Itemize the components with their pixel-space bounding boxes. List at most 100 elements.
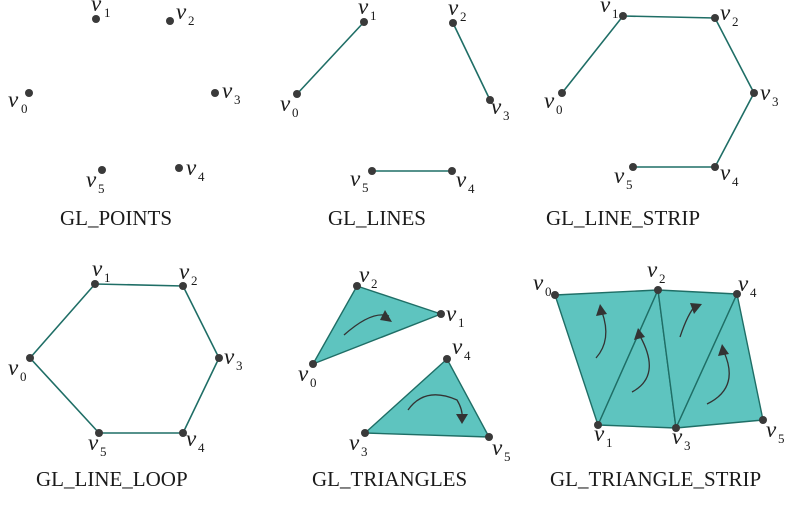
vertex-v2: v 2: [353, 262, 378, 291]
vertex-label-index: 2: [188, 13, 195, 28]
vertex-point: [92, 15, 100, 23]
triangle-v3-v4-v5: [364, 358, 490, 438]
vertex-v3: v 3: [750, 80, 779, 109]
vertex-label-symbol: v: [600, 0, 611, 17]
vertex-label-symbol: v: [448, 0, 459, 20]
vertex-point: [215, 354, 223, 362]
vertex-label-index: 5: [626, 177, 633, 192]
vertex-point: [166, 17, 174, 25]
vertex-point: [619, 12, 627, 20]
line-v0-v1: [296, 21, 365, 95]
vertex-label-symbol: v: [446, 301, 457, 326]
vertex-v4: v 4: [175, 155, 205, 184]
vertex-label-index: 5: [362, 180, 369, 195]
winding-arc: [595, 311, 607, 359]
winding-arrow-3: [679, 303, 702, 338]
arrowhead-icon: [690, 303, 702, 314]
vertex-label-symbol: v: [647, 257, 658, 282]
vertex-label-symbol: v: [456, 167, 467, 192]
vertex-point: [485, 433, 493, 441]
vertex-label-symbol: v: [179, 259, 190, 284]
vertex-label-index: 5: [98, 181, 105, 196]
vertex-label-index: 4: [732, 174, 739, 189]
panel-caption: GL_TRIANGLES: [312, 467, 467, 491]
vertex-label-index: 4: [750, 285, 757, 300]
vertex-v1: v 1: [91, 0, 111, 23]
vertex-point: [558, 89, 566, 97]
vertex-label-symbol: v: [92, 256, 103, 281]
line-loop-path: [28, 283, 220, 434]
panel-gl-points: v 0 v 1 v 2 v 3 v 4 v 5 GL_POINTS: [8, 0, 241, 230]
winding-arc: [407, 394, 463, 419]
vertex-label-symbol: v: [186, 155, 197, 180]
vertex-v4: v 4: [733, 271, 757, 300]
vertex-label-symbol: v: [766, 417, 777, 442]
vertex-v1: v 1: [358, 0, 377, 26]
vertex-v2: v 2: [166, 0, 195, 28]
vertex-label-symbol: v: [91, 0, 102, 16]
vertex-label-index: 5: [778, 431, 785, 446]
vertex-point: [95, 429, 103, 437]
vertex-v3: v 3: [349, 429, 369, 459]
panel-caption: GL_TRIANGLE_STRIP: [550, 467, 761, 491]
vertex-label-index: 2: [371, 276, 378, 291]
vertex-point: [26, 354, 34, 362]
vertex-point: [551, 291, 559, 299]
vertex-label-symbol: v: [359, 262, 370, 287]
vertex-label-symbol: v: [298, 361, 309, 386]
line-v2-v3: [452, 22, 491, 101]
vertex-v4: v 4: [711, 160, 739, 189]
triangle-v0-v1-v2: [312, 285, 442, 365]
winding-arrow-1: [595, 304, 607, 359]
vertex-v0: v 0: [8, 87, 33, 116]
vertex-label-index: 1: [458, 315, 465, 330]
vertex-v1: v 1: [600, 0, 627, 21]
arrowhead-icon: [718, 344, 729, 356]
vertex-label-index: 0: [20, 369, 27, 384]
vertex-point: [672, 424, 680, 432]
panel-gl-triangles: v 0 v 1 v 2 v 3 v 4 v 5 GL_TRIANGLES: [298, 262, 511, 491]
vertex-v2: v 2: [179, 259, 198, 290]
panel-gl-line-strip: v 0 v 1 v 2 v 3 v 4 v 5 GL_LINE_STRIP: [544, 0, 779, 230]
vertex-point: [175, 164, 183, 172]
vertex-label-symbol: v: [720, 0, 731, 25]
vertex-label-symbol: v: [224, 344, 235, 369]
vertex-label-index: 0: [292, 105, 299, 120]
vertex-label-index: 2: [659, 271, 666, 286]
vertex-label-symbol: v: [594, 421, 605, 446]
vertex-v5: v 5: [350, 166, 376, 195]
vertex-point: [654, 286, 662, 294]
winding-arrow-2: [631, 328, 650, 393]
vertex-label-symbol: v: [544, 88, 555, 113]
vertex-v4: v 4: [443, 334, 471, 363]
vertex-point: [179, 429, 187, 437]
vertex-point: [179, 282, 187, 290]
vertex-label-symbol: v: [760, 80, 771, 105]
vertex-label-index: 3: [684, 438, 691, 453]
vertex-label-symbol: v: [533, 270, 544, 295]
panel-gl-line-loop: v 0 v 1 v 2 v 3 v 4 v 5 GL_LINE_LOOP: [8, 256, 243, 491]
arrowhead-icon: [456, 414, 468, 424]
vertex-label-index: 2: [191, 273, 198, 288]
vertex-label-symbol: v: [492, 435, 503, 460]
vertex-label-symbol: v: [86, 167, 97, 192]
vertex-point: [353, 282, 361, 290]
vertex-label-index: 1: [370, 8, 377, 23]
vertex-v2: v 2: [448, 0, 467, 27]
vertex-label-index: 0: [556, 102, 563, 117]
vertex-v2: v 2: [647, 257, 666, 294]
arrowhead-icon: [634, 328, 645, 340]
vertex-point: [449, 19, 457, 27]
vertex-label-index: 1: [104, 270, 111, 285]
vertex-v3: v 3: [215, 344, 243, 373]
vertex-label-index: 0: [21, 101, 28, 116]
vertex-point: [711, 163, 719, 171]
vertex-label-index: 4: [468, 181, 475, 196]
vertex-label-index: 2: [460, 9, 467, 24]
vertex-v0: v 0: [280, 90, 301, 120]
arrowhead-icon: [380, 310, 392, 322]
triangle-v3-v4-v5: [675, 293, 764, 429]
vertex-label-index: 5: [100, 444, 107, 459]
vertex-label-index: 3: [503, 108, 510, 123]
vertex-point: [98, 166, 106, 174]
